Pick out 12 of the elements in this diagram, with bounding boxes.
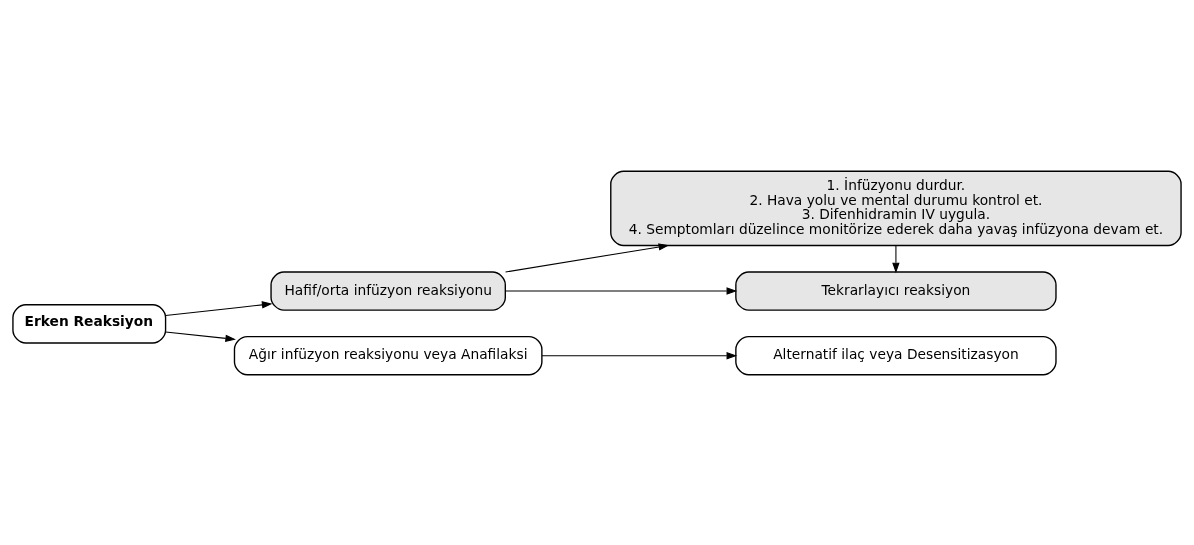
arrow [892,244,900,273]
node-box: Hafif/orta infüzyon reaksiyonu [270,270,506,311]
node-box: Tekrarlayıcı reaksiyon [735,270,1057,311]
arrow [541,351,738,359]
arrow [165,330,236,342]
arrow [505,242,670,273]
node-box: Ağır infüzyon reaksiyonu veya Anafilaksi [233,335,543,375]
arrow [505,286,738,295]
node-box: 1. İnfüzyonu durdur. 2. Hava yolu ve mental durumu kontrol et. 3. Difenhidramin IV uygula. 4. Semptomları düzelince monitörize ederek daha yavaş infüzyona devam et. [610,170,1182,246]
node-box: Erken Reaksiyon [12,303,167,344]
arrow [165,300,273,316]
node-box: Alternatif ilaç veya Desensitizasyon [735,335,1057,375]
